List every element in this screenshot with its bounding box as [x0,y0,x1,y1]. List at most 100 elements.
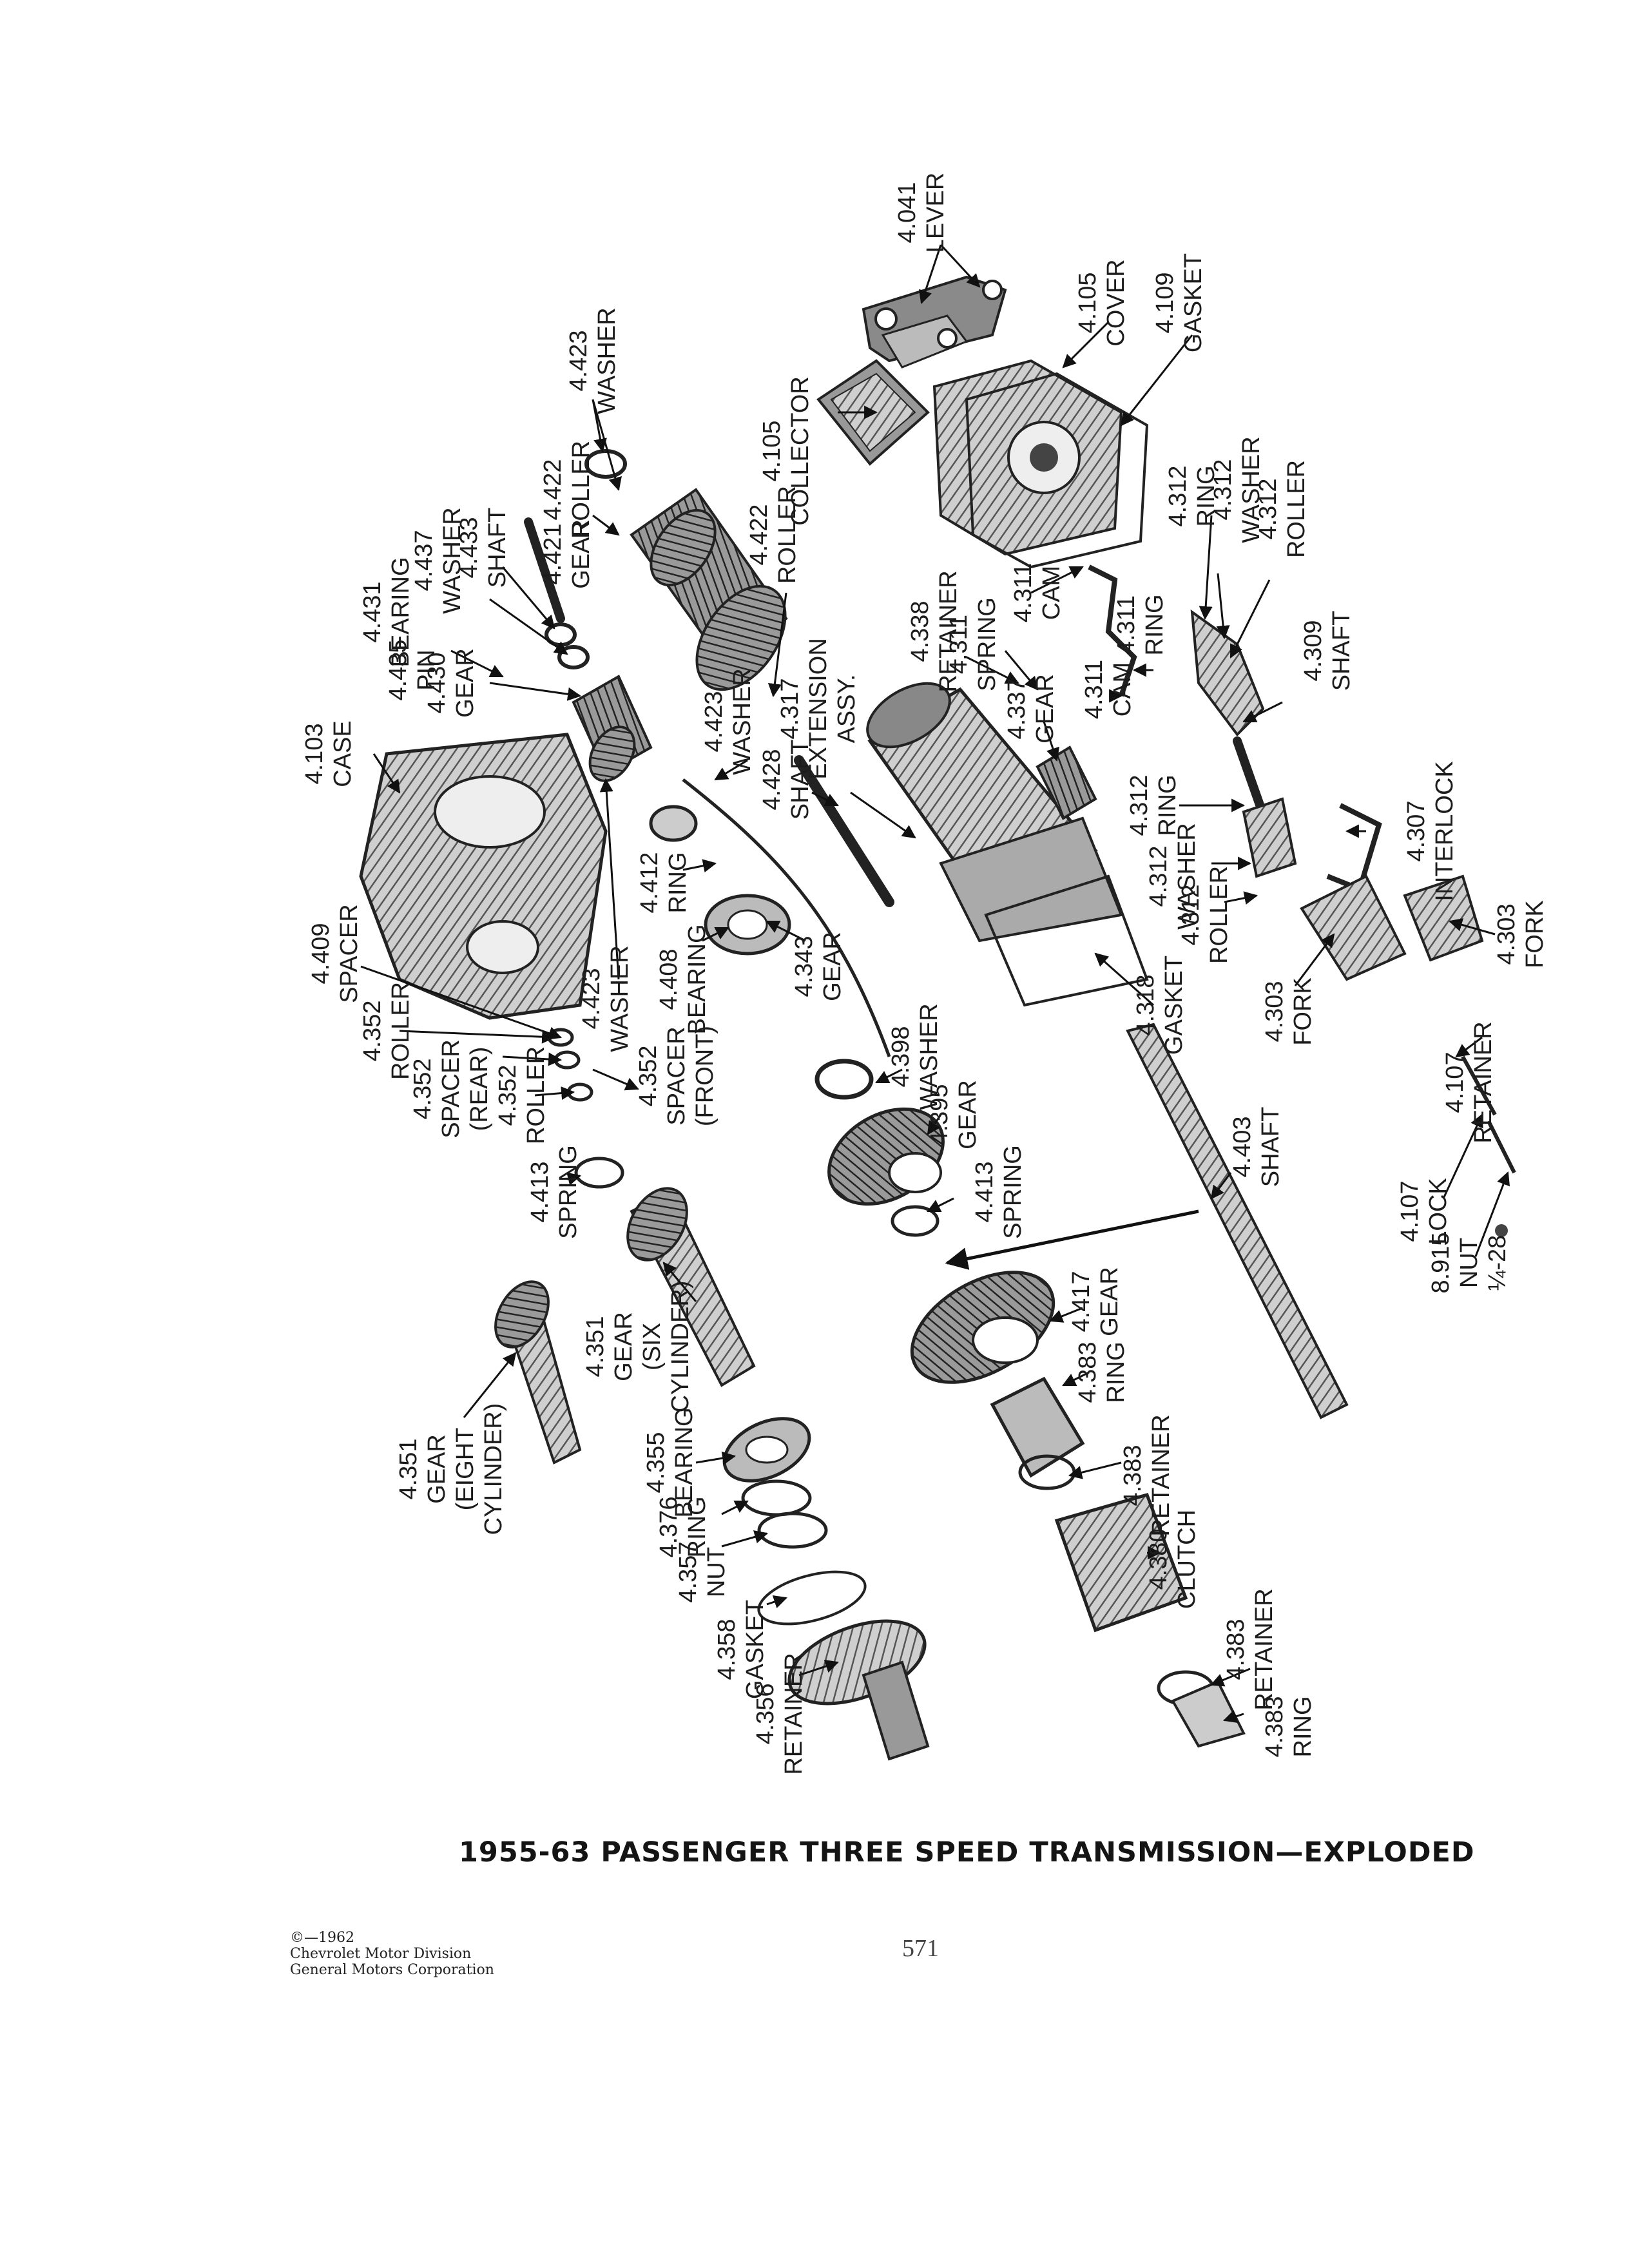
part-label-line: SPACER [663,1026,690,1126]
part-label-line: 4.311 [945,614,972,675]
part-label-line: 4.383 [1074,1341,1101,1403]
part-label-line: CLUTCH [1173,1509,1200,1610]
part-label-line: 4.413 [971,1161,998,1223]
part-label-line: ASSY. [833,674,860,744]
part-label-line: RETAINER [1470,1021,1497,1144]
part-label-line: (SIX [639,1323,666,1370]
part-label-line: 4.422 [746,504,773,566]
case-part [359,733,608,1020]
copyright-line: ©—1962 [290,1930,354,1946]
part-label-line: SPRING [999,1145,1027,1239]
part-label-line: 4.337 [1003,678,1030,740]
part-label-line: 4.309 [1300,620,1327,682]
part-label-line: INTERLOCK [1431,761,1458,901]
counter-shaft-part [524,517,565,623]
part-label-line: SHAFT [787,739,814,820]
small-bearing-part [649,805,791,956]
part-label-line: ¼-28 [1484,1235,1511,1291]
part-label-line: ROLLER [523,1046,550,1145]
part-label-line: 4.408 [655,948,682,1010]
part-label-line: SHAFT [1257,1106,1284,1187]
leader-lines [360,244,1510,1723]
rear-ring-parts [1157,1670,1246,1748]
part-label-line: 4.423 [565,330,592,392]
part-label-line: GASKET [1180,253,1207,353]
part-label-line: 4.383 [1261,1696,1288,1758]
cover-part [932,359,1123,556]
ext-gasket-part [984,874,1149,1007]
part-label-line: 4.352 [359,1000,386,1062]
bearing-washers [545,622,590,669]
part-label-line: CASE [329,720,356,787]
part-label-line: SHAFT [484,507,511,588]
part-label-line: 4.409 [307,923,334,985]
part-label-line: 4.358 [713,1619,740,1680]
part-label-line: (REAR) [466,1046,493,1131]
gear-eight-cylinder-part [494,1280,582,1465]
part-label-line: RING [1103,1341,1130,1403]
part-label-line: GEAR [1096,1267,1123,1336]
mainshaft-part [1126,1023,1349,1419]
part-label-line: 4.423 [578,968,605,1030]
part-label-line: 4.357 [675,1541,702,1603]
part-label-line: COVER [1103,259,1130,347]
part-label-line: SHAFT [1328,610,1355,691]
part-label-line: CYLINDER) [480,1403,507,1535]
part-label-line: WASHER [593,307,621,414]
part-label-line: 4.428 [758,749,786,811]
part-label-line: 4.311 [1010,562,1037,623]
part-label-line: 4.318 [1132,974,1159,1036]
part-label-line: 4.431 [359,581,386,643]
part-label-line: 4.311 [1113,595,1140,655]
copyright-notice: ©—1962 Chevrolet Motor Division General … [290,1930,494,1978]
interlock-part [1326,803,1382,893]
part-label-line: 4.417 [1068,1271,1095,1332]
second-gear-part [815,1059,945,1237]
part-label-line: 4.343 [791,936,818,997]
part-label-line: 4.421 [539,523,566,585]
part-label-line: 4.103 [301,723,328,785]
speedo-cable-curve [682,778,891,1057]
part-label-line: GEAR [610,1312,637,1381]
part-label-line: BEARING [684,924,711,1035]
part-label-line: 4.312 [1255,478,1282,540]
part-label-line: CYLINDER) [667,1280,694,1413]
part-label-line: 4.312 [1145,845,1172,907]
gasket-part [965,372,1149,569]
part-label-line: RETAINER [1251,1588,1278,1711]
part-label-line: CAM [1038,565,1065,620]
part-label-line: 4.403 [1229,1116,1256,1178]
big-arrow [945,1209,1199,1270]
part-label-line: 4.312 [1177,884,1204,946]
part-label-line: LEVER [922,172,949,253]
part-label-line: WASHER [439,507,466,614]
part-label-line: FORK [1521,900,1548,968]
